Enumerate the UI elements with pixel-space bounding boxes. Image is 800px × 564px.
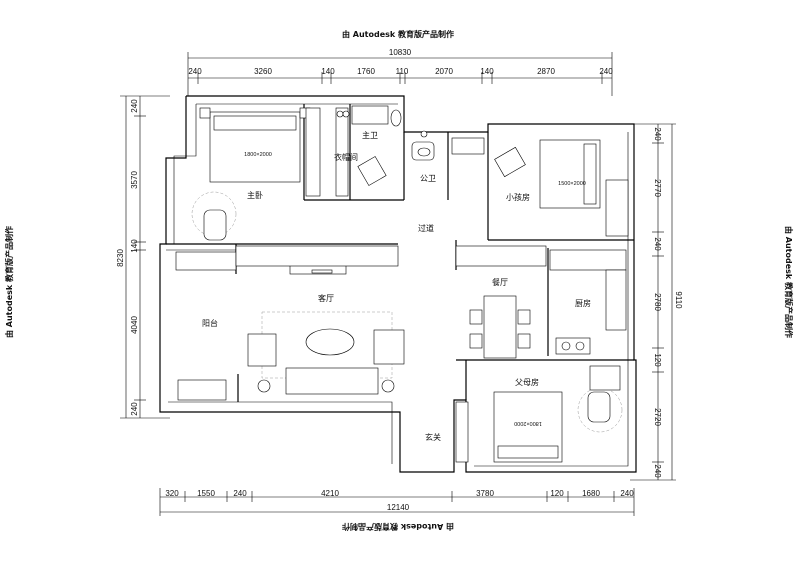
top-dimensions: 10830 240 3260 140 1760 110 2070 140 287… <box>187 48 613 96</box>
dim-top-6: 140 <box>480 67 494 76</box>
room-closet: 衣帽间 <box>334 152 358 162</box>
dim-bottom-4: 3780 <box>476 489 494 498</box>
bottom-dimensions: 320 1550 240 4210 3780 120 1680 240 1214… <box>159 488 635 516</box>
dim-bottom-2: 240 <box>233 489 247 498</box>
dining-table <box>483 295 517 359</box>
dim-right-total: 9110 <box>674 291 683 309</box>
dim-top-5: 2070 <box>435 67 453 76</box>
stamp-left: 由 Autodesk 教育版产品制作 <box>4 226 14 338</box>
room-corridor: 过道 <box>418 223 434 233</box>
dim-left-4: 240 <box>130 402 139 416</box>
parents-bed <box>493 391 563 463</box>
room-public-bath: 公卫 <box>420 174 436 183</box>
room-master-bedroom: 主卧 <box>247 190 263 200</box>
left-dimensions: 8230 240 3570 140 4040 240 <box>116 95 170 419</box>
dim-top-7: 2870 <box>537 67 555 76</box>
stamp-top: 由 Autodesk 教育版产品制作 <box>342 29 454 39</box>
dim-top-0: 240 <box>188 67 202 76</box>
dim-top-4: 110 <box>396 67 409 76</box>
dim-bottom-1: 1550 <box>197 489 215 498</box>
dim-left-1: 3570 <box>130 171 139 189</box>
dim-left-0: 240 <box>130 99 139 113</box>
furniture <box>175 105 629 463</box>
room-balcony: 阳台 <box>202 318 218 328</box>
room-living: 客厅 <box>318 293 334 303</box>
bed-label-parents: 1800×2000 <box>514 420 542 426</box>
dim-right-4: 120 <box>653 353 662 367</box>
dim-top-1: 3260 <box>254 67 272 76</box>
stamp-right: 由 Autodesk 教育版产品制作 <box>784 226 794 338</box>
dim-bottom-6: 1680 <box>582 489 600 498</box>
dim-bottom-3: 4210 <box>321 489 339 498</box>
dim-bottom-0: 320 <box>165 489 179 498</box>
bed-label-kids: 1500×2000 <box>558 181 586 187</box>
room-parents: 父母房 <box>515 377 539 387</box>
dim-bottom-total: 12140 <box>387 503 410 512</box>
kids-bed <box>539 139 601 209</box>
room-kids: 小孩房 <box>506 192 530 202</box>
dim-right-0: 240 <box>653 127 662 141</box>
dim-left-2: 140 <box>130 239 139 253</box>
dim-bottom-5: 120 <box>550 489 564 498</box>
room-master-bath: 主卫 <box>362 130 378 140</box>
dim-left-3: 4040 <box>130 316 139 334</box>
dim-right-6: 240 <box>653 464 662 478</box>
stamp-bottom: 由 Autodesk 教育版产品制作 <box>342 522 454 532</box>
dim-top-total: 10830 <box>389 48 412 57</box>
bed-label-master: 1800×2000 <box>244 152 272 158</box>
dim-top-8: 240 <box>599 67 613 76</box>
dim-bottom-7: 240 <box>620 489 634 498</box>
master-bed <box>209 111 301 183</box>
dim-top-2: 140 <box>321 67 335 76</box>
room-labels: 主卧 衣帽间 主卫 公卫 小孩房 过道 客厅 餐厅 厨房 阳台 父母房 玄关 1… <box>202 130 591 442</box>
room-kitchen: 厨房 <box>575 298 591 308</box>
room-dining: 餐厅 <box>492 278 508 287</box>
walls <box>159 95 637 473</box>
dim-right-3: 2780 <box>653 293 662 311</box>
dim-right-2: 240 <box>653 237 662 251</box>
dim-left-total: 8230 <box>116 249 125 267</box>
dim-right-5: 2720 <box>653 408 662 426</box>
dim-right-1: 2770 <box>653 179 662 197</box>
dim-top-3: 1760 <box>357 67 375 76</box>
right-dimensions: 9110 240 2770 240 2780 120 2720 240 <box>630 123 683 481</box>
room-entrance: 玄关 <box>425 432 441 442</box>
